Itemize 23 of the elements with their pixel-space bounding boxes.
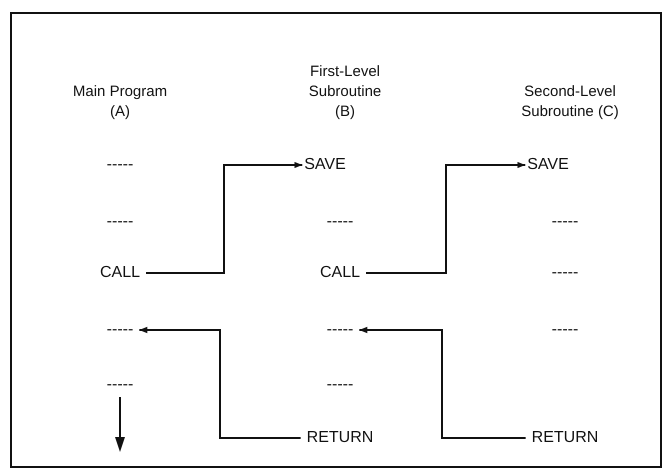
placeholder-dashes: -----	[552, 263, 578, 283]
arrow	[366, 162, 526, 274]
instruction-text: RETURN	[532, 428, 598, 448]
placeholder-dashes: -----	[326, 320, 354, 340]
placeholder-dashes: -----	[106, 320, 134, 340]
instruction-text: SAVE	[304, 155, 346, 175]
column-heading: Second-Level Subroutine (C)	[520, 82, 620, 122]
placeholder-dashes: -----	[552, 212, 578, 232]
placeholder-dashes: -----	[552, 320, 578, 340]
column-heading: First-Level Subroutine (B)	[308, 62, 382, 122]
instruction-text: SAVE	[527, 155, 569, 175]
column-heading: Main Program (A)	[72, 82, 168, 122]
instruction-text: CALL	[320, 263, 360, 283]
placeholder-dashes: -----	[106, 212, 134, 232]
arrow	[359, 326, 526, 439]
instruction-text: CALL	[100, 263, 140, 283]
instruction-text: RETURN	[306, 428, 374, 448]
placeholder-dashes: -----	[326, 212, 354, 232]
placeholder-dashes: -----	[106, 375, 134, 395]
arrow	[139, 326, 301, 439]
arrow	[146, 162, 302, 274]
placeholder-dashes: -----	[106, 155, 134, 175]
placeholder-dashes: -----	[326, 375, 354, 395]
